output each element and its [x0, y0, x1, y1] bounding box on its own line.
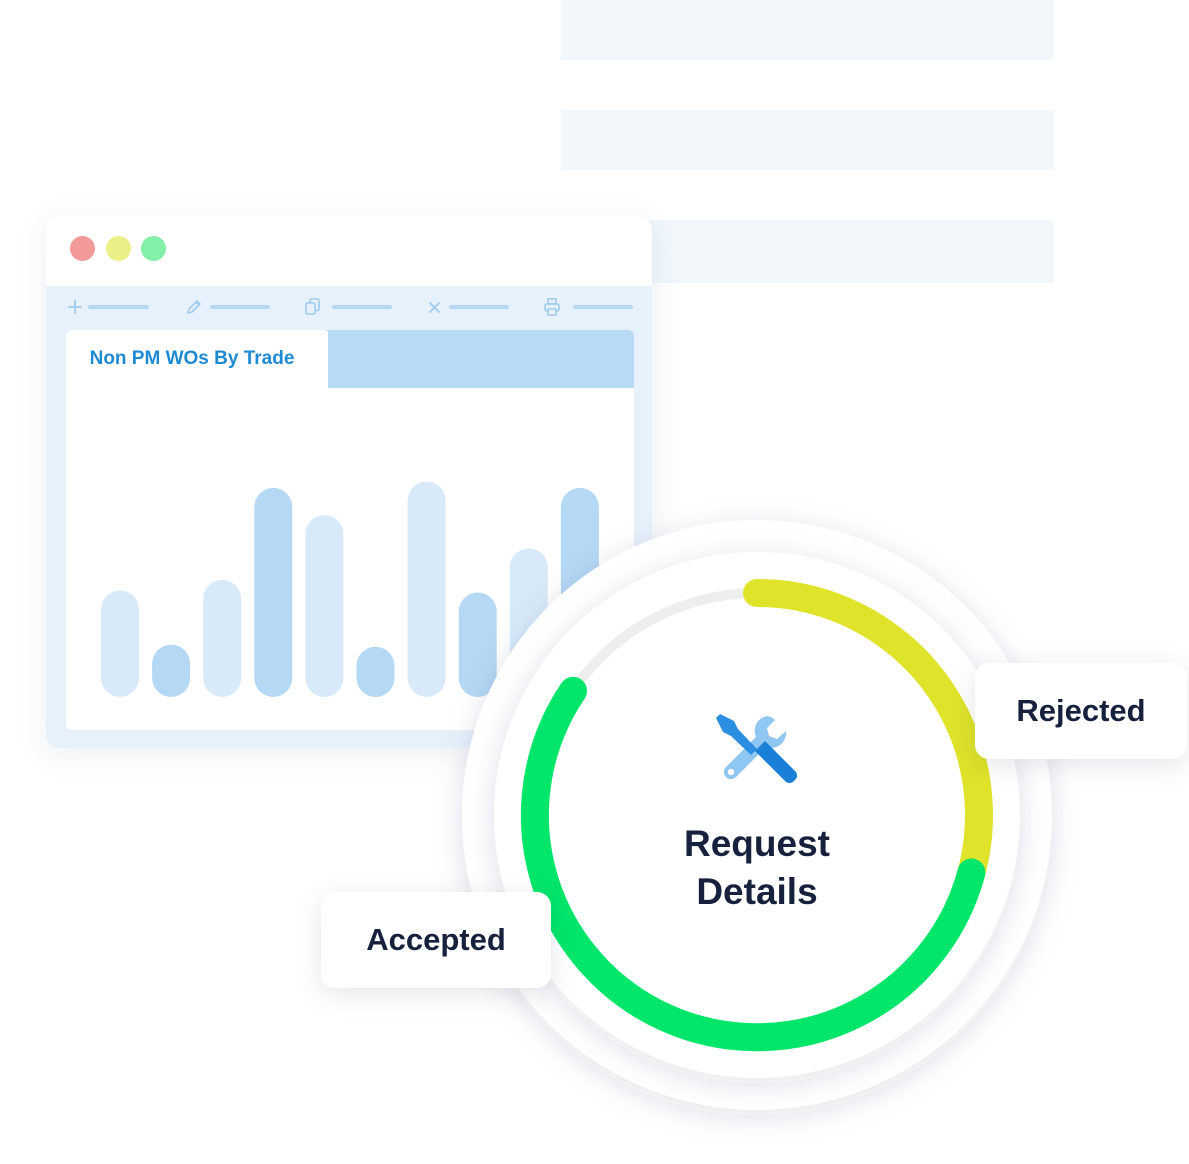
toolbar-label-placeholder [573, 305, 633, 309]
toolbar-label-placeholder [449, 305, 509, 309]
chart-bar-2 [152, 644, 191, 697]
pencil-icon [187, 300, 201, 314]
tab-strip: Non PM WOs By Trade [66, 330, 634, 388]
chart-bar-5 [305, 515, 344, 697]
toolbar-delete-button[interactable] [426, 296, 509, 318]
tools-icon [716, 714, 798, 784]
ring-segment-rejected [743, 579, 993, 923]
chart-bar-1 [101, 590, 139, 697]
toolbar-label-placeholder [210, 305, 270, 309]
plus-icon [68, 300, 82, 314]
background-stripe [561, 110, 1054, 170]
toolbar-edit-button[interactable] [184, 296, 272, 318]
toolbar-label-placeholder [88, 305, 149, 309]
accepted-callout: Accepted [321, 892, 551, 988]
background-stripe [561, 0, 1054, 60]
copy-icon [305, 298, 320, 315]
chart-bar-4 [254, 487, 293, 697]
window-toolbar [46, 286, 652, 330]
chart-bar-6 [356, 646, 395, 697]
rejected-label: Rejected [1016, 693, 1146, 728]
print-icon [544, 298, 560, 316]
close-window-dot[interactable] [70, 236, 95, 261]
chart-bar-8 [458, 592, 497, 697]
close-icon [429, 302, 440, 313]
ring-inner-disc [494, 552, 1020, 1078]
tab-non-pm-wos-by-trade[interactable]: Non PM WOs By Trade [66, 330, 328, 388]
chart-bar-3 [203, 579, 242, 697]
toolbar-print-button[interactable] [543, 296, 633, 318]
chart-bar-7 [407, 481, 446, 697]
toolbar-copy-button[interactable] [304, 296, 392, 318]
accepted-label: Accepted [366, 922, 506, 957]
ring-title: Request Details [617, 820, 897, 916]
window-titlebar [46, 216, 652, 286]
ring-segment-accepted [520, 676, 986, 1052]
ring-title-line1: Request [684, 823, 830, 864]
rejected-callout: Rejected [975, 663, 1187, 759]
maximize-window-dot[interactable] [141, 236, 166, 261]
minimize-window-dot[interactable] [106, 236, 131, 261]
toolbar-add-button[interactable] [66, 296, 151, 318]
ring-title-line2: Details [696, 871, 818, 912]
toolbar-label-placeholder [332, 305, 392, 309]
